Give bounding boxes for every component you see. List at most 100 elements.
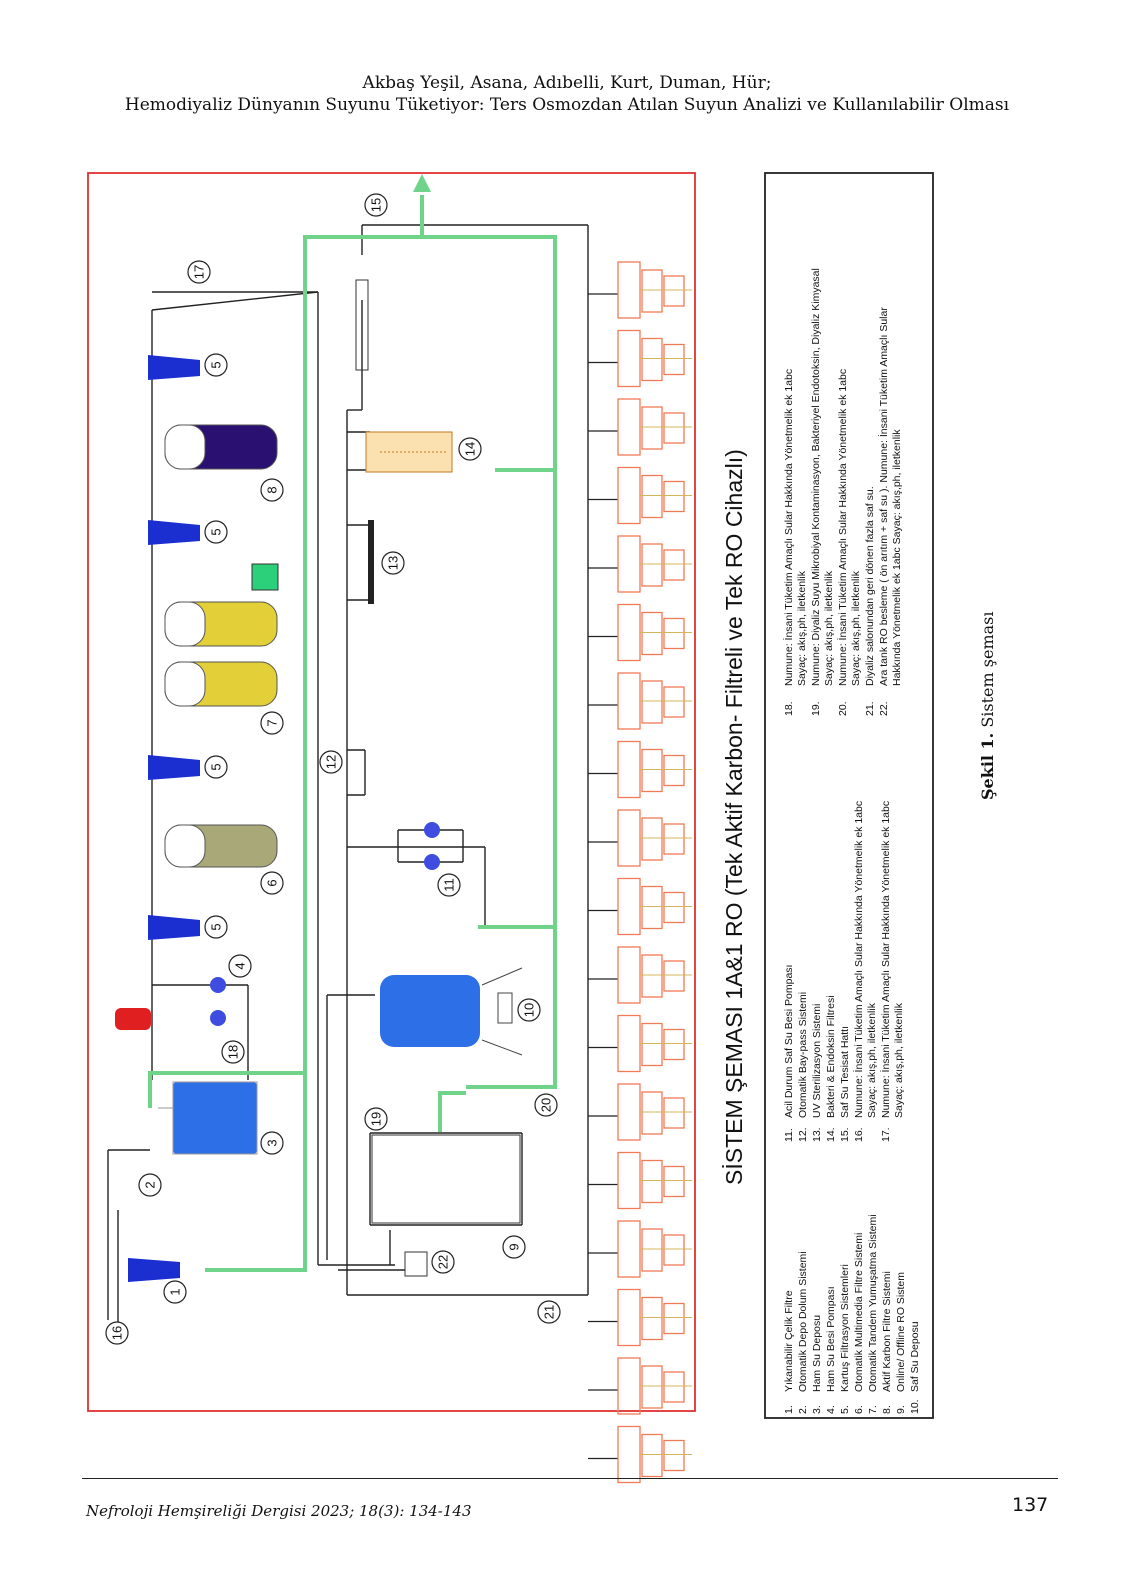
legend-item-13: 13. UV Sterilizasyon Sistemi	[811, 1004, 823, 1142]
svg-text:3.: 3.	[811, 1405, 823, 1414]
callout-22: 22	[431, 1250, 455, 1274]
legend-item-5: 5.Kartuş Filtrasyon Sistemleri	[839, 1264, 851, 1414]
legend-item-21: 21.Diyaliz salonundan geri dönen fazla s…	[864, 486, 876, 716]
svg-text:16.: 16.	[853, 1127, 865, 1142]
svg-text:Ham Su Besi Pompası: Ham Su Besi Pompası	[825, 1286, 837, 1392]
legend-item-8: 8. Aktif Karbon Filtre Sistemi	[881, 1271, 893, 1414]
dialysis-unit	[588, 535, 692, 593]
legend-item-10: 10. Saf Su Deposu	[909, 1321, 921, 1414]
callout-19: 19	[364, 1107, 388, 1131]
legend-item-6: 6.Otomatik Multimedia Filtre Sistemi	[853, 1233, 865, 1414]
caption-text: Sistem şeması	[978, 611, 997, 733]
line-15	[355, 279, 369, 371]
uv-13	[368, 520, 374, 604]
svg-text:Online/ Offline RO Sistem: Online/ Offline RO Sistem	[895, 1272, 907, 1392]
svg-text:Sayaç: akış,ph, iletkenlik: Sayaç: akış,ph, iletkenlik	[850, 570, 862, 686]
legend-item-9: 9. Online/ Offline RO Sistem	[895, 1272, 907, 1414]
callout-21: 21	[537, 1300, 561, 1324]
dialysis-unit	[588, 672, 692, 730]
svg-text:9.: 9.	[895, 1405, 907, 1414]
dialysis-unit	[588, 1425, 692, 1484]
svg-text:Aktif Karbon Filtre Sistemi: Aktif Karbon Filtre Sistemi	[881, 1271, 893, 1392]
dialysis-unit	[588, 809, 692, 867]
svg-text:5: 5	[209, 528, 224, 535]
svg-text:5: 5	[209, 923, 224, 930]
dialysis-unit	[588, 877, 692, 936]
svg-text:17.: 17.	[880, 1127, 892, 1142]
legend-item-11: 11.Acil Durum Saf Su Besi Pompası	[783, 965, 795, 1142]
svg-text:Sayaç: akış,ph, iletkenlik: Sayaç: akış,ph, iletkenlik	[866, 1002, 878, 1118]
svg-text:8.: 8.	[881, 1405, 893, 1414]
svg-text:Numune: İnsani Tüketim Amaçlı: Numune: İnsani Tüketim Amaçlı Sular Hakk…	[836, 369, 849, 686]
callout-7: 7	[260, 711, 284, 735]
svg-text:13.: 13.	[811, 1127, 823, 1142]
svg-text:Numune: İnsani Tüketim Amaçlı: Numune: İnsani Tüketim Amaçlı Sular Hakk…	[879, 801, 892, 1118]
dialysis-unit	[588, 1083, 692, 1141]
svg-text:Otomatik Bay-pass Sistemi: Otomatik Bay-pass Sistemi	[797, 992, 809, 1118]
svg-text:3: 3	[265, 1139, 280, 1146]
svg-text:Otomatik Tandem Yumuşatma Sist: Otomatik Tandem Yumuşatma Sistemi	[867, 1214, 879, 1392]
svg-text:UV Sterilizasyon Sistemi: UV Sterilizasyon Sistemi	[811, 1004, 823, 1118]
svg-text:9: 9	[507, 1243, 522, 1250]
legend-item-19: 19. Numune: Diyaliz Suyu Mikrobiyal Konta…	[810, 268, 835, 716]
callout-5: 5	[204, 915, 228, 939]
carbon-filter-8	[164, 424, 278, 470]
svg-text:Saf Su Deposu: Saf Su Deposu	[909, 1321, 921, 1392]
intermediate-tank-22	[404, 1251, 428, 1277]
legend-item-17: 17. Numune: İnsani Tüketim Amaçlı Sular H…	[879, 801, 905, 1142]
journal-citation: Nefroloji Hemşireliği Dergisi 2023; 18(3…	[86, 1502, 472, 1520]
dialysis-unit	[588, 946, 692, 1004]
svg-text:10.: 10.	[909, 1399, 921, 1414]
running-header-title: Hemodiyaliz Dünyanın Suyunu Tüketiyor: T…	[124, 95, 1010, 115]
svg-text:Numune: Diyaliz Suyu Mikrobiya: Numune: Diyaliz Suyu Mikrobiyal Kontamin…	[810, 268, 822, 686]
svg-text:22: 22	[436, 1255, 451, 1269]
callout-5: 5	[204, 755, 228, 779]
callout-8: 8	[260, 478, 284, 502]
dialysis-unit	[588, 398, 692, 456]
legend-item-7: 7. Otomatik Tandem Yumuşatma Sistemi	[867, 1214, 879, 1414]
legend-item-2: 2.Otomatik Depo Dolum Sistemi	[797, 1251, 809, 1414]
svg-text:1.: 1.	[783, 1405, 795, 1414]
svg-text:21: 21	[542, 1305, 557, 1319]
svg-text:20: 20	[539, 1098, 554, 1112]
callout-6: 6	[260, 871, 284, 895]
callout-3: 3	[260, 1131, 284, 1155]
callout-5: 5	[204, 353, 228, 377]
outflow-arrow	[413, 174, 431, 192]
svg-text:12.: 12.	[797, 1127, 809, 1142]
legend-item-12: 12. Otomatik Bay-pass Sistemi	[797, 992, 809, 1142]
cartridge-filters-5	[128, 355, 200, 1282]
svg-text:6: 6	[265, 879, 280, 886]
pumps-4	[210, 822, 440, 1026]
svg-text:12: 12	[324, 755, 339, 769]
svg-text:15.: 15.	[839, 1127, 851, 1142]
callout-10: 10	[517, 998, 541, 1022]
legend-item-1: 1. Yıkanabilir Çelik Filtre	[783, 1290, 795, 1414]
svg-text:Numune: İnsani Tüketim Amaçlı: Numune: İnsani Tüketim Amaçlı Sular Hakk…	[852, 801, 865, 1118]
diagram-title: SİSTEM ŞEMASI 1A&1 RO (Tek Aktif Karbon-…	[721, 449, 747, 1185]
svg-text:15: 15	[369, 198, 384, 212]
softener-7	[164, 563, 279, 707]
svg-text:Sayaç: akış,ph, iletkenlik: Sayaç: akış,ph, iletkenlik	[893, 1002, 905, 1118]
svg-text:19: 19	[369, 1112, 384, 1126]
callout-18: 18	[221, 1040, 245, 1064]
dialysis-unit	[588, 466, 692, 525]
piping-green	[148, 195, 557, 1272]
svg-text:19.: 19.	[810, 701, 822, 716]
svg-text:6.: 6.	[853, 1405, 865, 1414]
svg-text:7: 7	[265, 719, 280, 726]
svg-text:Yıkanabilir Çelik Filtre: Yıkanabilir Çelik Filtre	[783, 1290, 795, 1392]
svg-text:Acil Durum Saf Su Besi Pompası: Acil Durum Saf Su Besi Pompası	[783, 965, 795, 1118]
legend-item-14: 14.Bakteri & Endoksin Filtresi	[825, 995, 837, 1142]
callout-5: 5	[204, 520, 228, 544]
svg-text:22.: 22.	[878, 701, 890, 716]
svg-text:8: 8	[265, 486, 280, 493]
svg-text:20.: 20.	[837, 701, 849, 716]
svg-text:5.: 5.	[839, 1405, 851, 1414]
legend-item-15: 15.Saf Su Tesisat Hattı	[839, 1026, 851, 1142]
dialysis-unit	[588, 1151, 692, 1210]
svg-text:7.: 7.	[867, 1405, 879, 1414]
running-header-authors: Akbaş Yeşil, Asana, Adıbelli, Kurt, Duma…	[362, 73, 772, 93]
